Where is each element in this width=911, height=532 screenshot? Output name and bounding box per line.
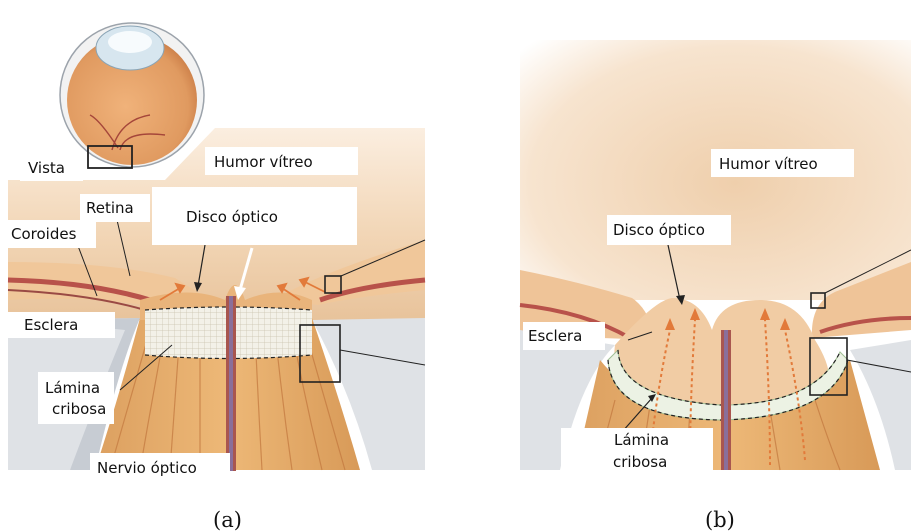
coroides-label: Coroides: [11, 225, 77, 243]
disco-optico-a-label: Disco óptico: [186, 208, 278, 226]
vista-label: Vista: [28, 159, 65, 177]
lamina-b-label-line1: Lámina: [614, 431, 669, 449]
lamina-a-label-line2: cribosa: [52, 400, 106, 418]
caption-b: (b): [705, 508, 735, 532]
esclera-b-label: Esclera: [528, 327, 582, 345]
humor-vitreo-b-label: Humor vítreo: [719, 155, 818, 173]
esclera-a-label: Esclera: [24, 316, 78, 334]
disco-optico-b-label: Disco óptico: [613, 221, 705, 239]
humor-vitreo-a-label: Humor vítreo: [214, 153, 313, 171]
lamina-b-label-line2: cribosa: [613, 453, 667, 471]
nervio-optico-label: Nervio óptico: [97, 459, 197, 477]
retina-label: Retina: [86, 199, 134, 217]
panel-b-illustration: [520, 40, 911, 470]
caption-a: (a): [213, 508, 242, 532]
lamina-a-label-line1: Lámina: [45, 379, 100, 397]
